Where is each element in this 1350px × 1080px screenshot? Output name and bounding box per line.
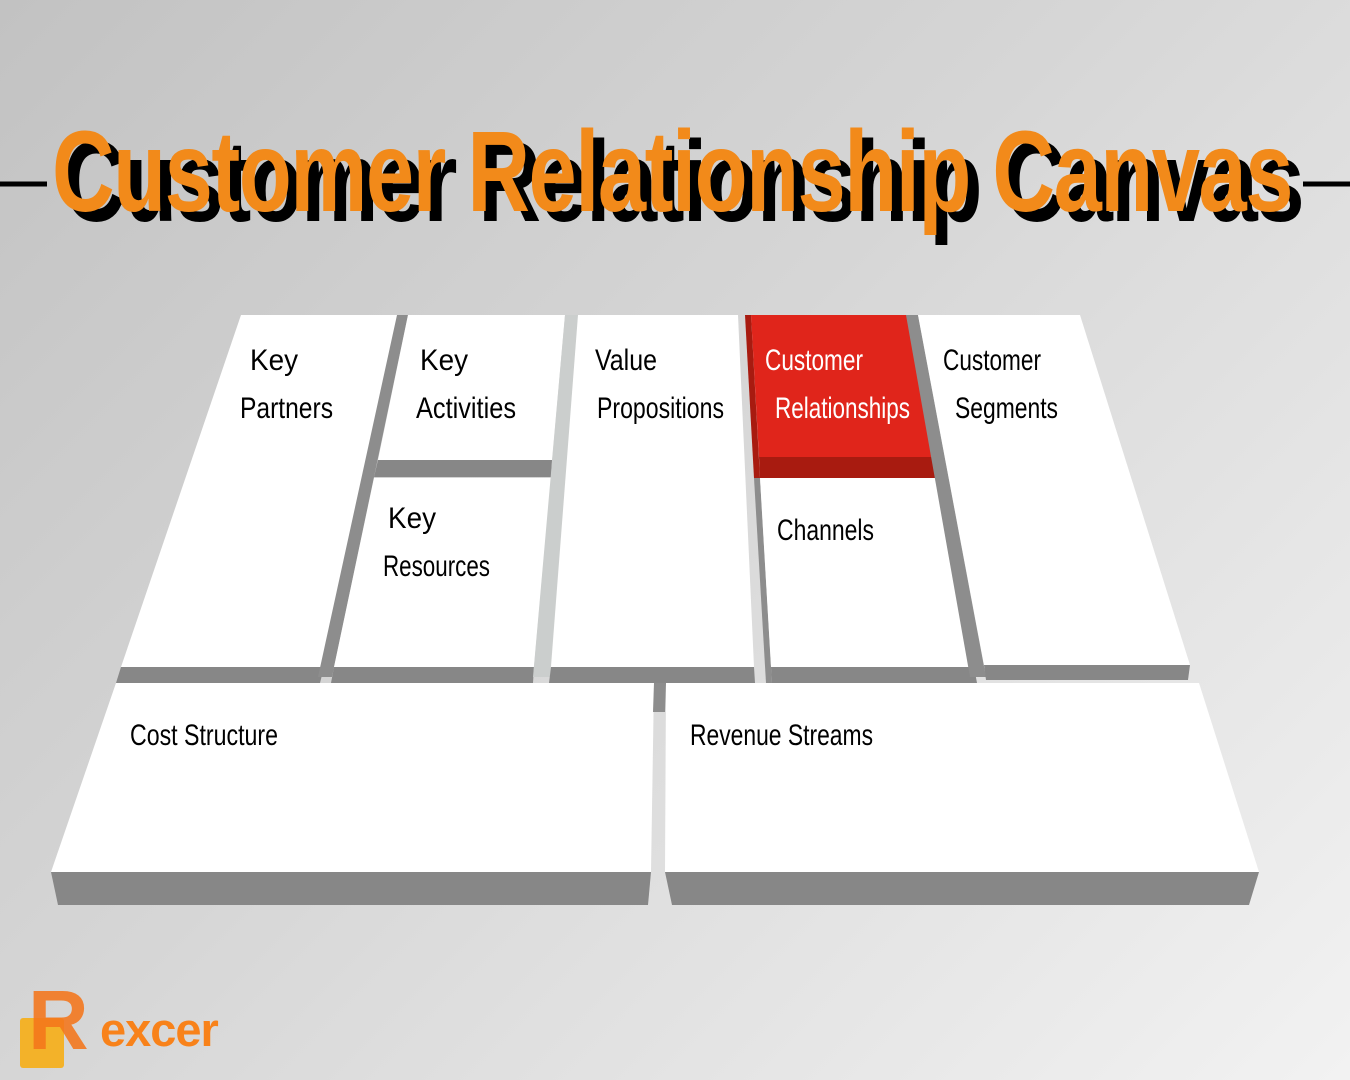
- block-key-partners-label-line2: Partners: [240, 392, 333, 425]
- page-title-shadow: Customer Relationship Canvas: [63, 118, 1303, 246]
- block-channels[interactable]: [760, 478, 974, 667]
- block-customer-relationships-label-line2: Relationships: [775, 392, 910, 425]
- block-revenue-streams-side-depth: [653, 683, 666, 712]
- block-key-resources[interactable]: [334, 478, 551, 667]
- block-channels-side-depth: [754, 478, 772, 683]
- block-key-activities[interactable]: [378, 315, 565, 460]
- block-key-partners-depth: [116, 667, 324, 683]
- block-customer-segments-depth: [984, 665, 1190, 680]
- block-key-resources-label-line2: Resources: [383, 550, 490, 583]
- block-key-resources-depth: [331, 667, 534, 683]
- block-customer-relationships[interactable]: [751, 315, 936, 457]
- page-title: Customer Relationship Canvas: [52, 108, 1292, 236]
- block-value-propositions-label-line1: Value: [595, 344, 657, 377]
- block-customer-relationships-side-depth: [745, 315, 760, 478]
- block-revenue-streams[interactable]: [665, 683, 1259, 872]
- logo: R excer: [20, 978, 240, 1076]
- block-customer-relationships-depth: [759, 457, 940, 478]
- logo-wordmark: excer: [100, 1003, 219, 1056]
- block-key-resources-label-line1: Key: [388, 502, 436, 535]
- block-customer-segments-label-line2: Segments: [955, 392, 1058, 425]
- block-cost-structure-label-line1: Cost Structure: [130, 719, 278, 752]
- block-customer-segments-label-line1: Customer: [943, 344, 1041, 377]
- block-revenue-streams-depth: [665, 872, 1259, 905]
- logo-initial: R: [28, 973, 89, 1067]
- block-channels-depth: [771, 667, 977, 683]
- block-customer-segments-side-depth: [906, 315, 986, 677]
- block-customer-relationships-label-line1: Customer: [765, 344, 863, 377]
- block-key-activities-label-line2: Activities: [416, 392, 516, 425]
- block-key-activities-label-line1: Key: [420, 344, 468, 377]
- block-cost-structure[interactable]: [51, 683, 654, 872]
- block-channels-label-line1: Channels: [777, 514, 874, 547]
- block-revenue-streams-label-line1: Revenue Streams: [690, 719, 873, 752]
- block-value-propositions[interactable]: [551, 315, 754, 667]
- block-cost-structure-depth: [51, 872, 651, 905]
- block-key-partners-label-line1: Key: [250, 344, 298, 377]
- logo-square-icon: [20, 1018, 64, 1068]
- block-key-partners[interactable]: [121, 315, 400, 667]
- block-key-activities-depth: [374, 460, 552, 477]
- block-value-propositions-label-line2: Propositions: [597, 392, 724, 425]
- block-value-propositions-depth: [549, 667, 755, 683]
- block-key-activities-side-depth: [318, 315, 408, 677]
- block-customer-segments[interactable]: [918, 315, 1190, 665]
- block-value-propositions-side-depth: [533, 315, 578, 677]
